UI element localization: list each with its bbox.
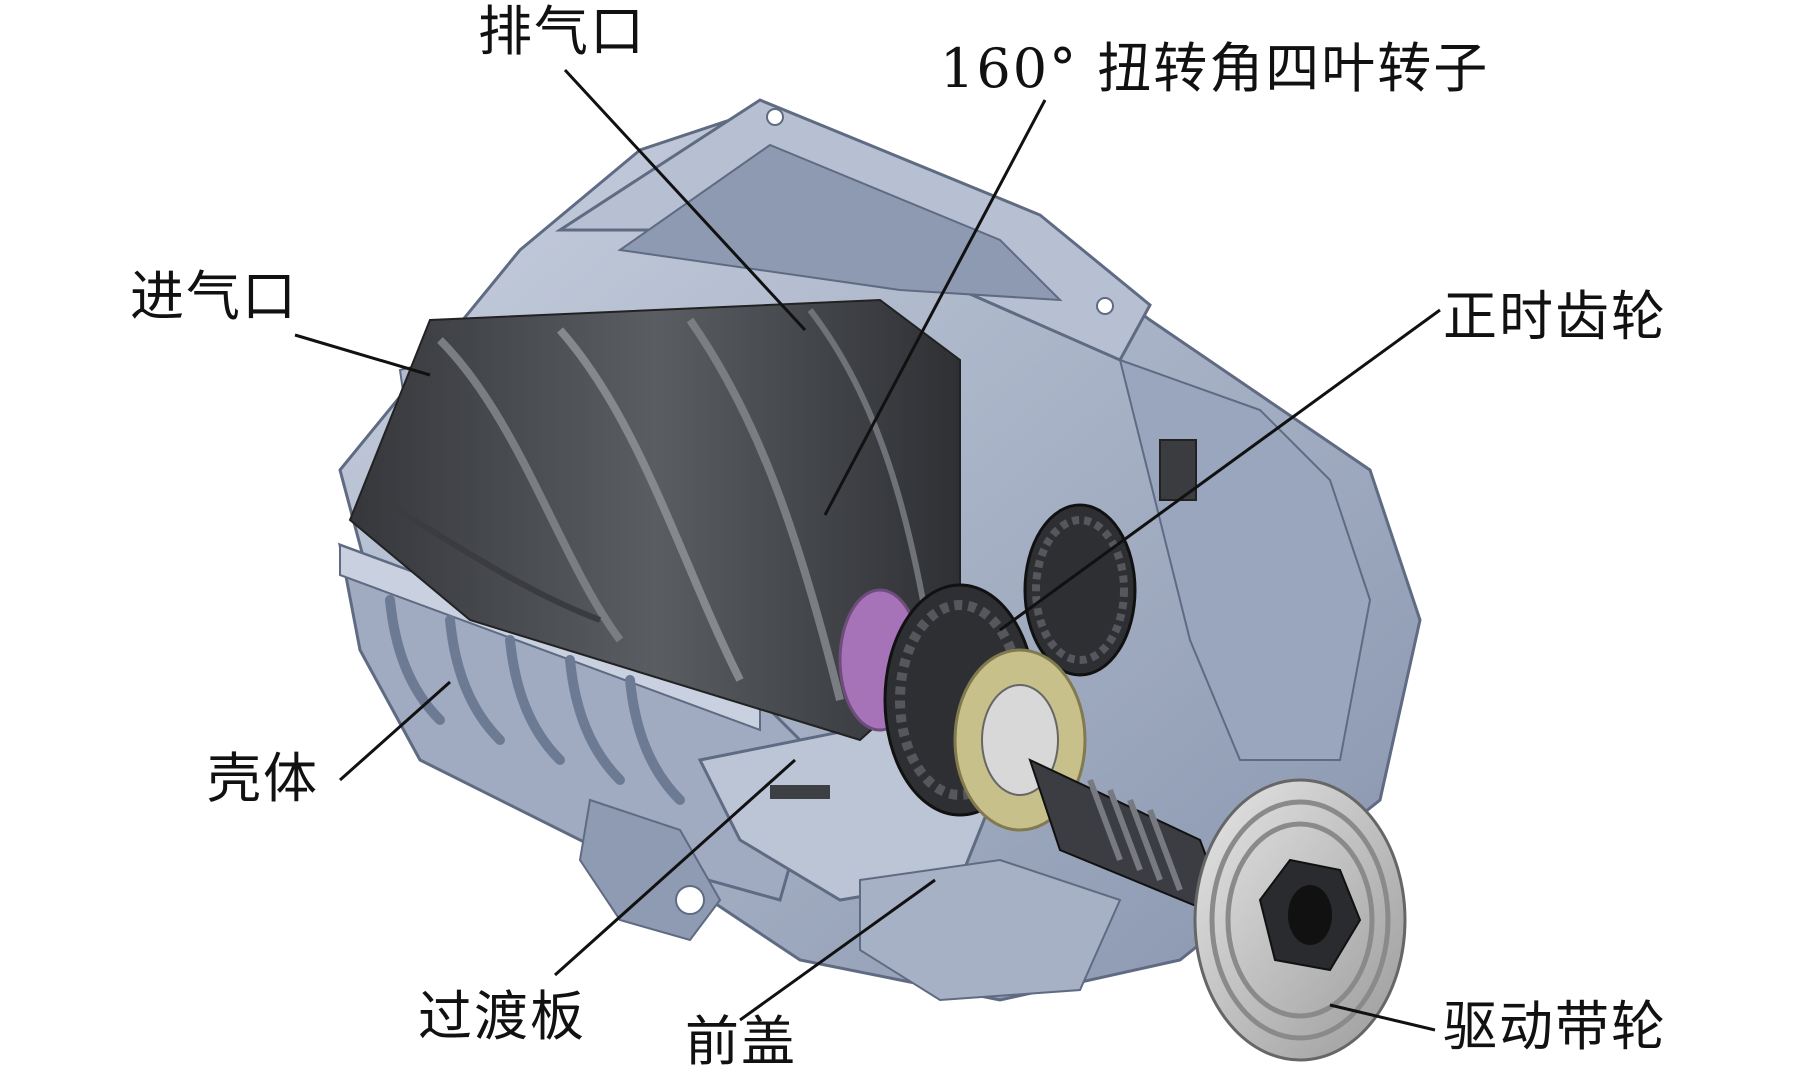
leader-line-front-cover — [739, 878, 936, 1022]
label-intake-port: 进气口 — [130, 265, 298, 328]
label-housing: 壳体 — [207, 747, 319, 810]
label-transition-plate: 过渡板 — [418, 985, 586, 1048]
leader-line-intake-port — [294, 333, 431, 377]
leader-line-drive-pulley — [1329, 1003, 1436, 1032]
label-rotor: 160° 扭转角四叶转子 — [940, 37, 1490, 100]
leader-lines — [294, 68, 1441, 1032]
leader-line-timing-gear — [999, 308, 1441, 632]
label-timing-gear: 正时齿轮 — [1443, 285, 1667, 348]
label-drive-pulley: 驱动带轮 — [1443, 995, 1667, 1058]
leader-line-exhaust-port — [563, 68, 807, 332]
label-exhaust-port: 排气口 — [478, 0, 646, 63]
leader-line-rotor — [823, 99, 1047, 516]
drive-shaft-and-pulley — [1028, 758, 1407, 1062]
label-front-cover: 前盖 — [685, 1010, 797, 1073]
leader-line-housing — [339, 680, 451, 782]
leader-line-transition-plate — [553, 758, 797, 977]
rotor — [348, 298, 961, 742]
